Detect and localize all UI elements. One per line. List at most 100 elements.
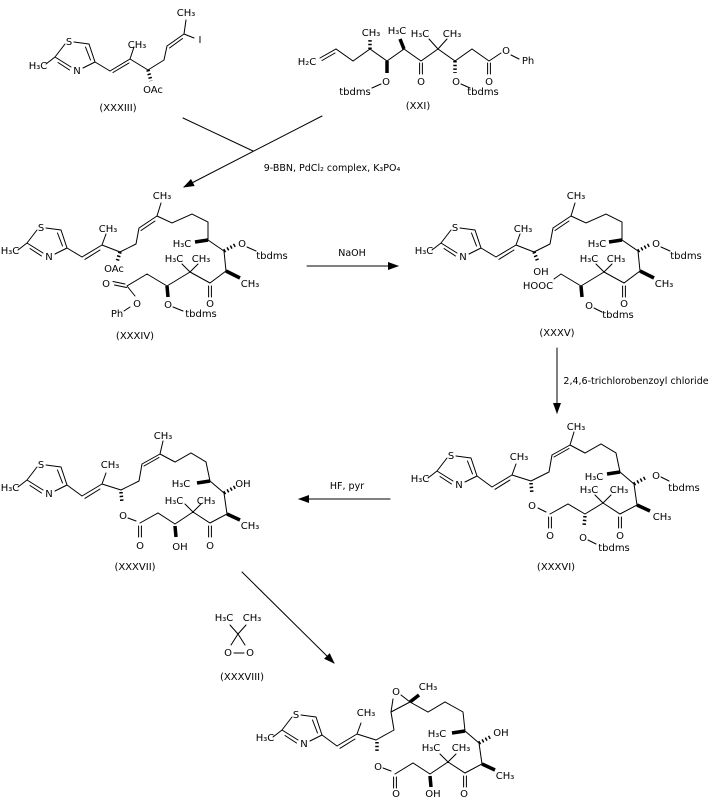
atom-label-o: O bbox=[133, 299, 141, 310]
atom-label-o: O bbox=[460, 789, 468, 800]
atom-label-h3c: H₃C bbox=[411, 474, 430, 485]
bonds bbox=[272, 714, 323, 744]
bonds bbox=[229, 624, 247, 654]
atom-label-ch3: CH₃ bbox=[607, 254, 626, 265]
wedge-bonds bbox=[579, 238, 655, 298]
atom-label-h3c: H₃C bbox=[388, 26, 407, 37]
wedge-bonds bbox=[385, 38, 406, 73]
thiazole-ring: S N H₃C bbox=[1, 460, 68, 500]
atom-label-h3c: H₃C bbox=[422, 743, 441, 754]
atom-label-ch3: CH₃ bbox=[567, 191, 586, 202]
atom-label-oac: OAc bbox=[143, 85, 163, 96]
atom-label-oh: OH bbox=[493, 728, 508, 739]
atom-label-ch3: CH₃ bbox=[514, 224, 533, 235]
atom-label-o: O bbox=[136, 541, 144, 552]
atom-label-h3c: H₃C bbox=[173, 239, 192, 250]
wedge-bonds bbox=[408, 693, 496, 788]
atom-label-s: S bbox=[66, 37, 72, 48]
atom-label-ch3: CH₃ bbox=[567, 422, 586, 433]
atom-label-o: O bbox=[206, 299, 214, 310]
thiazole-ring: S N H₃C bbox=[256, 710, 323, 750]
atom-label-h3c: H₃C bbox=[588, 239, 607, 250]
atom-label-o: O bbox=[206, 541, 214, 552]
atom-label-o: O bbox=[652, 239, 660, 250]
thiazole-ring: S N H₃C bbox=[415, 223, 482, 263]
atom-label-tbdms: tbdms bbox=[339, 87, 371, 98]
atom-label-h3c: H₃C bbox=[415, 246, 434, 257]
atom-label-n: N bbox=[45, 489, 52, 500]
atom-label-h3c: H₃C bbox=[585, 472, 604, 483]
atom-label-ch3: CH₃ bbox=[177, 8, 196, 19]
atom-label-o: O bbox=[485, 77, 493, 88]
compound-label-xxxvii: (XXXVII) bbox=[114, 562, 155, 573]
wedge-bonds bbox=[606, 470, 651, 513]
bonds bbox=[427, 455, 478, 485]
atom-label-o: O bbox=[417, 77, 425, 88]
atom-label-o: O bbox=[102, 279, 110, 290]
thiazole-ring: S N H₃C bbox=[29, 37, 96, 77]
structure-xxxiv: S N H₃C CH₃ OAc CH₃ H₃C O tbdms CH₃ O H₃… bbox=[1, 191, 288, 342]
arrow-saponification: NaOH bbox=[306, 248, 399, 270]
atom-label-o: O bbox=[585, 301, 593, 312]
atom-label-h3c: H₃C bbox=[215, 613, 234, 624]
atom-label-tbdms: tbdms bbox=[256, 251, 288, 262]
atom-label-ph: Ph bbox=[111, 309, 123, 320]
bonds bbox=[45, 41, 96, 71]
compound-label-xxxv: (XXXV) bbox=[539, 328, 574, 339]
arrow-line bbox=[241, 571, 335, 664]
atom-label-oac: OAc bbox=[104, 264, 124, 275]
hashed-bonds bbox=[115, 243, 236, 263]
atom-label-tbdms: tbdms bbox=[467, 87, 499, 98]
hashed-bonds bbox=[368, 40, 457, 73]
atom-label-n: N bbox=[459, 252, 466, 263]
atom-label-ch3: CH₃ bbox=[362, 28, 381, 39]
structure-xxxviii: H₃C CH₃ O O (XXXVIII) bbox=[215, 613, 264, 683]
structure-xxxvii: S N H₃C CH₃ O CH₃ H₃C OH CH₃ O H₃C CH₃ O… bbox=[1, 431, 260, 573]
bonds bbox=[17, 464, 68, 494]
atom-label-h3c: H₃C bbox=[29, 61, 48, 72]
atom-label-n: N bbox=[45, 252, 52, 263]
atom-label-oh: OH bbox=[533, 267, 548, 278]
bonds bbox=[17, 227, 68, 257]
atom-label-i: I bbox=[199, 35, 202, 46]
compound-label-xxxiv: (XXXIV) bbox=[116, 331, 154, 342]
structure-xxxvi: S N H₃C CH₃ O CH₃ H₃C O tbdms CH₃ O H₃C … bbox=[411, 422, 700, 573]
atom-label-ch3: CH₃ bbox=[128, 40, 147, 51]
arrow-line bbox=[183, 115, 323, 188]
bonds bbox=[94, 19, 195, 73]
atom-label-ch3: CH₃ bbox=[357, 708, 376, 719]
atom-label-ch3: CH₃ bbox=[496, 771, 515, 782]
structure-xxi: H₂C CH₃ H₃C H₃C CH₃ O tbdms O O tbdms O … bbox=[298, 26, 534, 112]
atom-label-o: O bbox=[164, 300, 172, 311]
bonds bbox=[66, 440, 228, 538]
atom-label-tbdms: tbdms bbox=[598, 543, 630, 554]
atom-label-n: N bbox=[73, 66, 80, 77]
atom-label-o: O bbox=[374, 762, 382, 773]
atom-label-h3c: H₃C bbox=[172, 479, 191, 490]
bonds bbox=[66, 202, 257, 312]
atom-label-ch3: CH₃ bbox=[101, 460, 120, 471]
atom-label-o: O bbox=[119, 511, 127, 522]
atom-label-s: S bbox=[448, 451, 454, 462]
atom-label-o: O bbox=[546, 531, 554, 542]
atom-label-ch3: CH₃ bbox=[192, 254, 211, 265]
arrow-coupling: 9-BBN, PdCl₂ complex, K₃PO₄ bbox=[182, 115, 400, 188]
atom-label-h2c: H₂C bbox=[298, 57, 317, 68]
atom-label-h3c: H₃C bbox=[1, 246, 20, 257]
atom-label-oh: OH bbox=[172, 542, 187, 553]
atom-label-o: O bbox=[246, 648, 254, 659]
structure-product: S N H₃C CH₃ O O CH₃ H₃C OH CH₃ O H₃C CH₃… bbox=[256, 682, 515, 800]
atom-label-o: O bbox=[616, 531, 624, 542]
atom-label-s: S bbox=[293, 710, 299, 721]
atom-label-h3c: H₃C bbox=[580, 254, 599, 265]
wedge-bonds bbox=[173, 479, 241, 538]
atom-label-ch3: CH₃ bbox=[153, 191, 172, 202]
reagent-text-hf-pyr: HF, pyr bbox=[330, 481, 364, 492]
bonds bbox=[476, 431, 670, 545]
compound-label-xxxiii: (XXXIII) bbox=[99, 103, 136, 114]
reagent-text-naoh: NaOH bbox=[338, 248, 366, 259]
compound-label-xxxviii: (XXXVIII) bbox=[220, 672, 264, 683]
atom-label-ch3: CH₃ bbox=[241, 279, 260, 290]
